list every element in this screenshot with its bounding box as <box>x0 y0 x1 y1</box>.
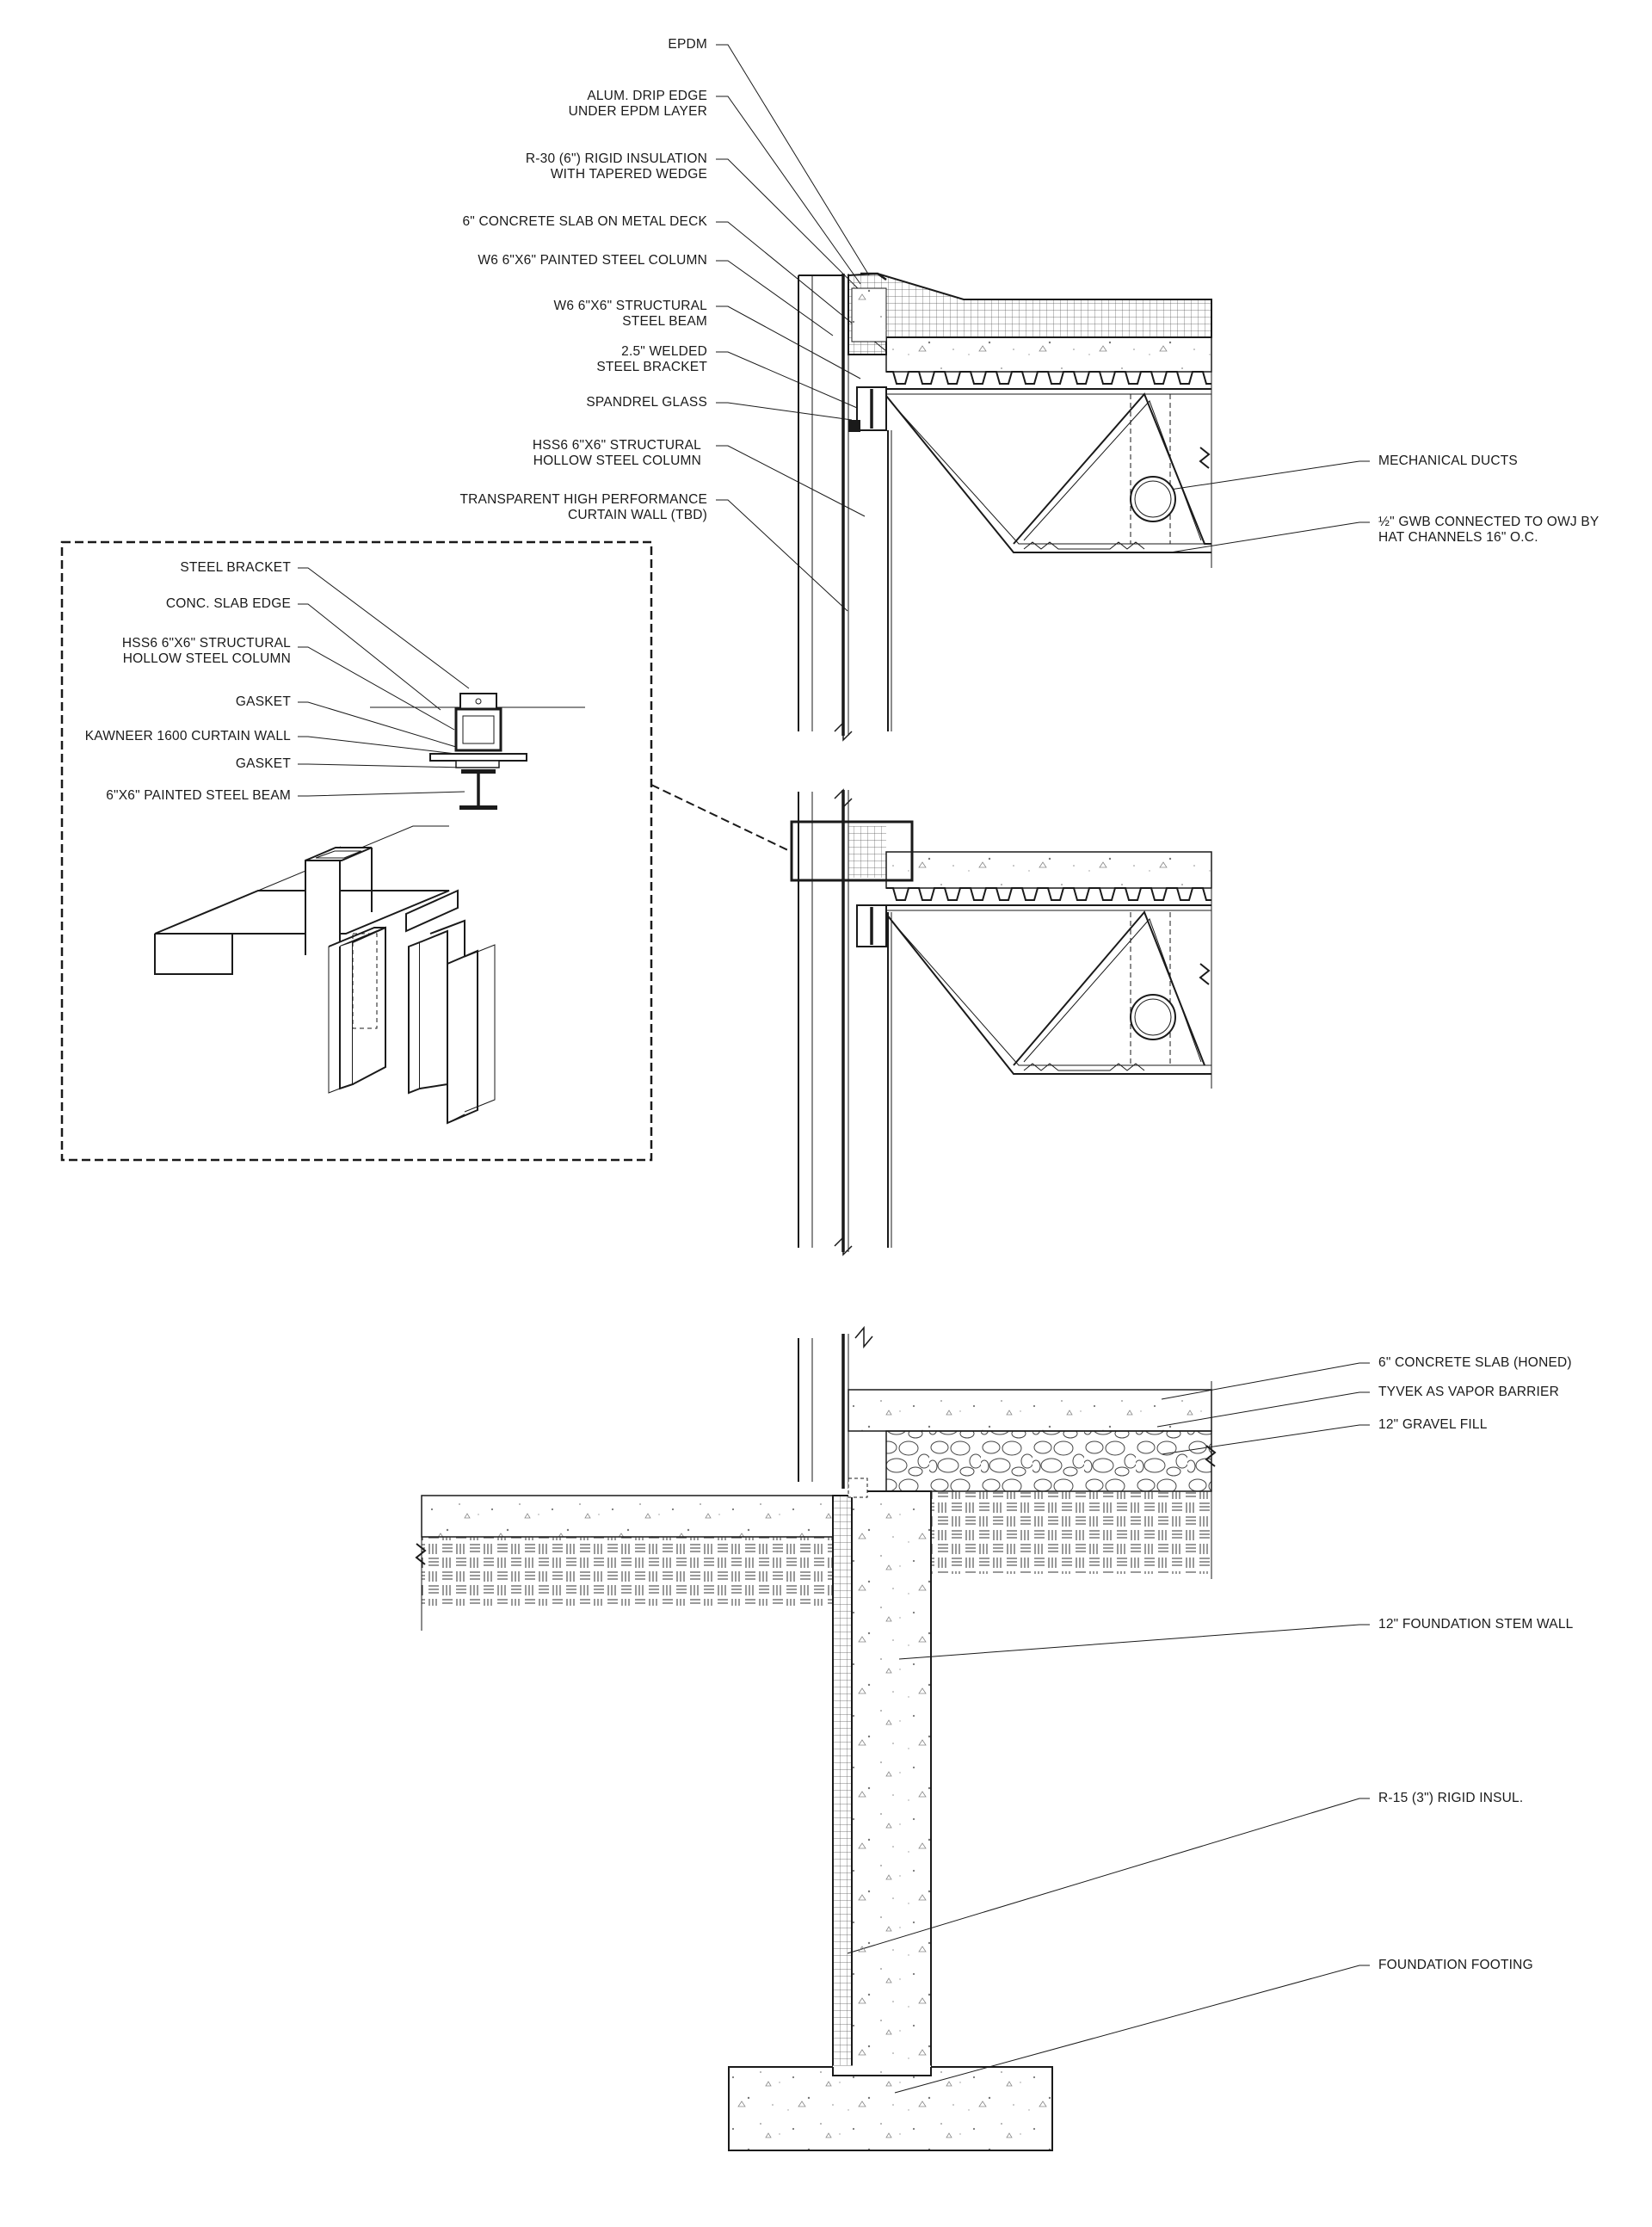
label-mechanical-ducts: MECHANICAL DUCTS <box>1378 453 1518 468</box>
label-rigid-insul-r15: R-15 (3") RIGID INSUL. <box>1378 1791 1523 1805</box>
rigid-insulation <box>832 1495 853 2068</box>
foundation-footing <box>728 2066 1053 2151</box>
label-spandrel-glass: SPANDREL GLASS <box>586 395 707 410</box>
gravel-fill <box>885 1430 1212 1492</box>
label-gravel-fill: 12" GRAVEL FILL <box>1378 1417 1488 1432</box>
detail-label-kawneer-curtain-wall: KAWNEER 1600 CURTAIN WALL <box>85 729 291 743</box>
detail-plan-view <box>370 693 585 810</box>
foundation-leaders <box>847 1362 1370 2094</box>
label-concrete-slab-metal-deck: 6" CONCRETE SLAB ON METAL DECK <box>462 214 707 229</box>
label-foundation-footing: FOUNDATION FOOTING <box>1378 1958 1533 1972</box>
label-epdm: EPDM <box>668 37 707 52</box>
detail-isometric-view <box>154 825 496 1125</box>
earth-right <box>931 1491 1211 1574</box>
label-concrete-slab-honed: 6" CONCRETE SLAB (HONED) <box>1378 1355 1572 1370</box>
label-foundation-stem-wall: 12" FOUNDATION STEM WALL <box>1378 1617 1574 1632</box>
earth-left <box>422 1537 833 1606</box>
foundation-stem-wall <box>851 1490 932 2068</box>
curtain-wall-connection-detail: STEEL BRACKET CONC. SLAB EDGE HSS6 6"X6"… <box>60 540 792 1162</box>
topsoil-left <box>421 1495 834 1538</box>
roof-slab-assembly <box>848 272 1212 568</box>
detail-leaders <box>298 567 470 797</box>
detail-label-gasket-upper: GASKET <box>236 694 291 709</box>
intermediate-floor-section <box>790 788 1212 1256</box>
detail-label-painted-steel-beam: 6"X6" PAINTED STEEL BEAM <box>106 788 291 803</box>
upper-curtain-wall <box>798 274 892 742</box>
foundation-section: 6" CONCRETE SLAB (HONED) TYVEK AS VAPOR … <box>415 1325 1574 2151</box>
label-painted-steel-column: W6 6"X6" PAINTED STEEL COLUMN <box>478 253 707 268</box>
roof-section-leaders <box>716 44 1370 612</box>
detail-label-gasket-lower: GASKET <box>236 756 291 771</box>
detail-label-steel-bracket: STEEL BRACKET <box>180 560 291 575</box>
slab-on-grade <box>848 1389 1212 1432</box>
label-tyvek-vapor-barrier: TYVEK AS VAPOR BARRIER <box>1378 1385 1559 1399</box>
detail-label-conc-slab-edge: CONC. SLAB EDGE <box>166 596 291 611</box>
foundation-wall-above <box>798 1325 873 1489</box>
